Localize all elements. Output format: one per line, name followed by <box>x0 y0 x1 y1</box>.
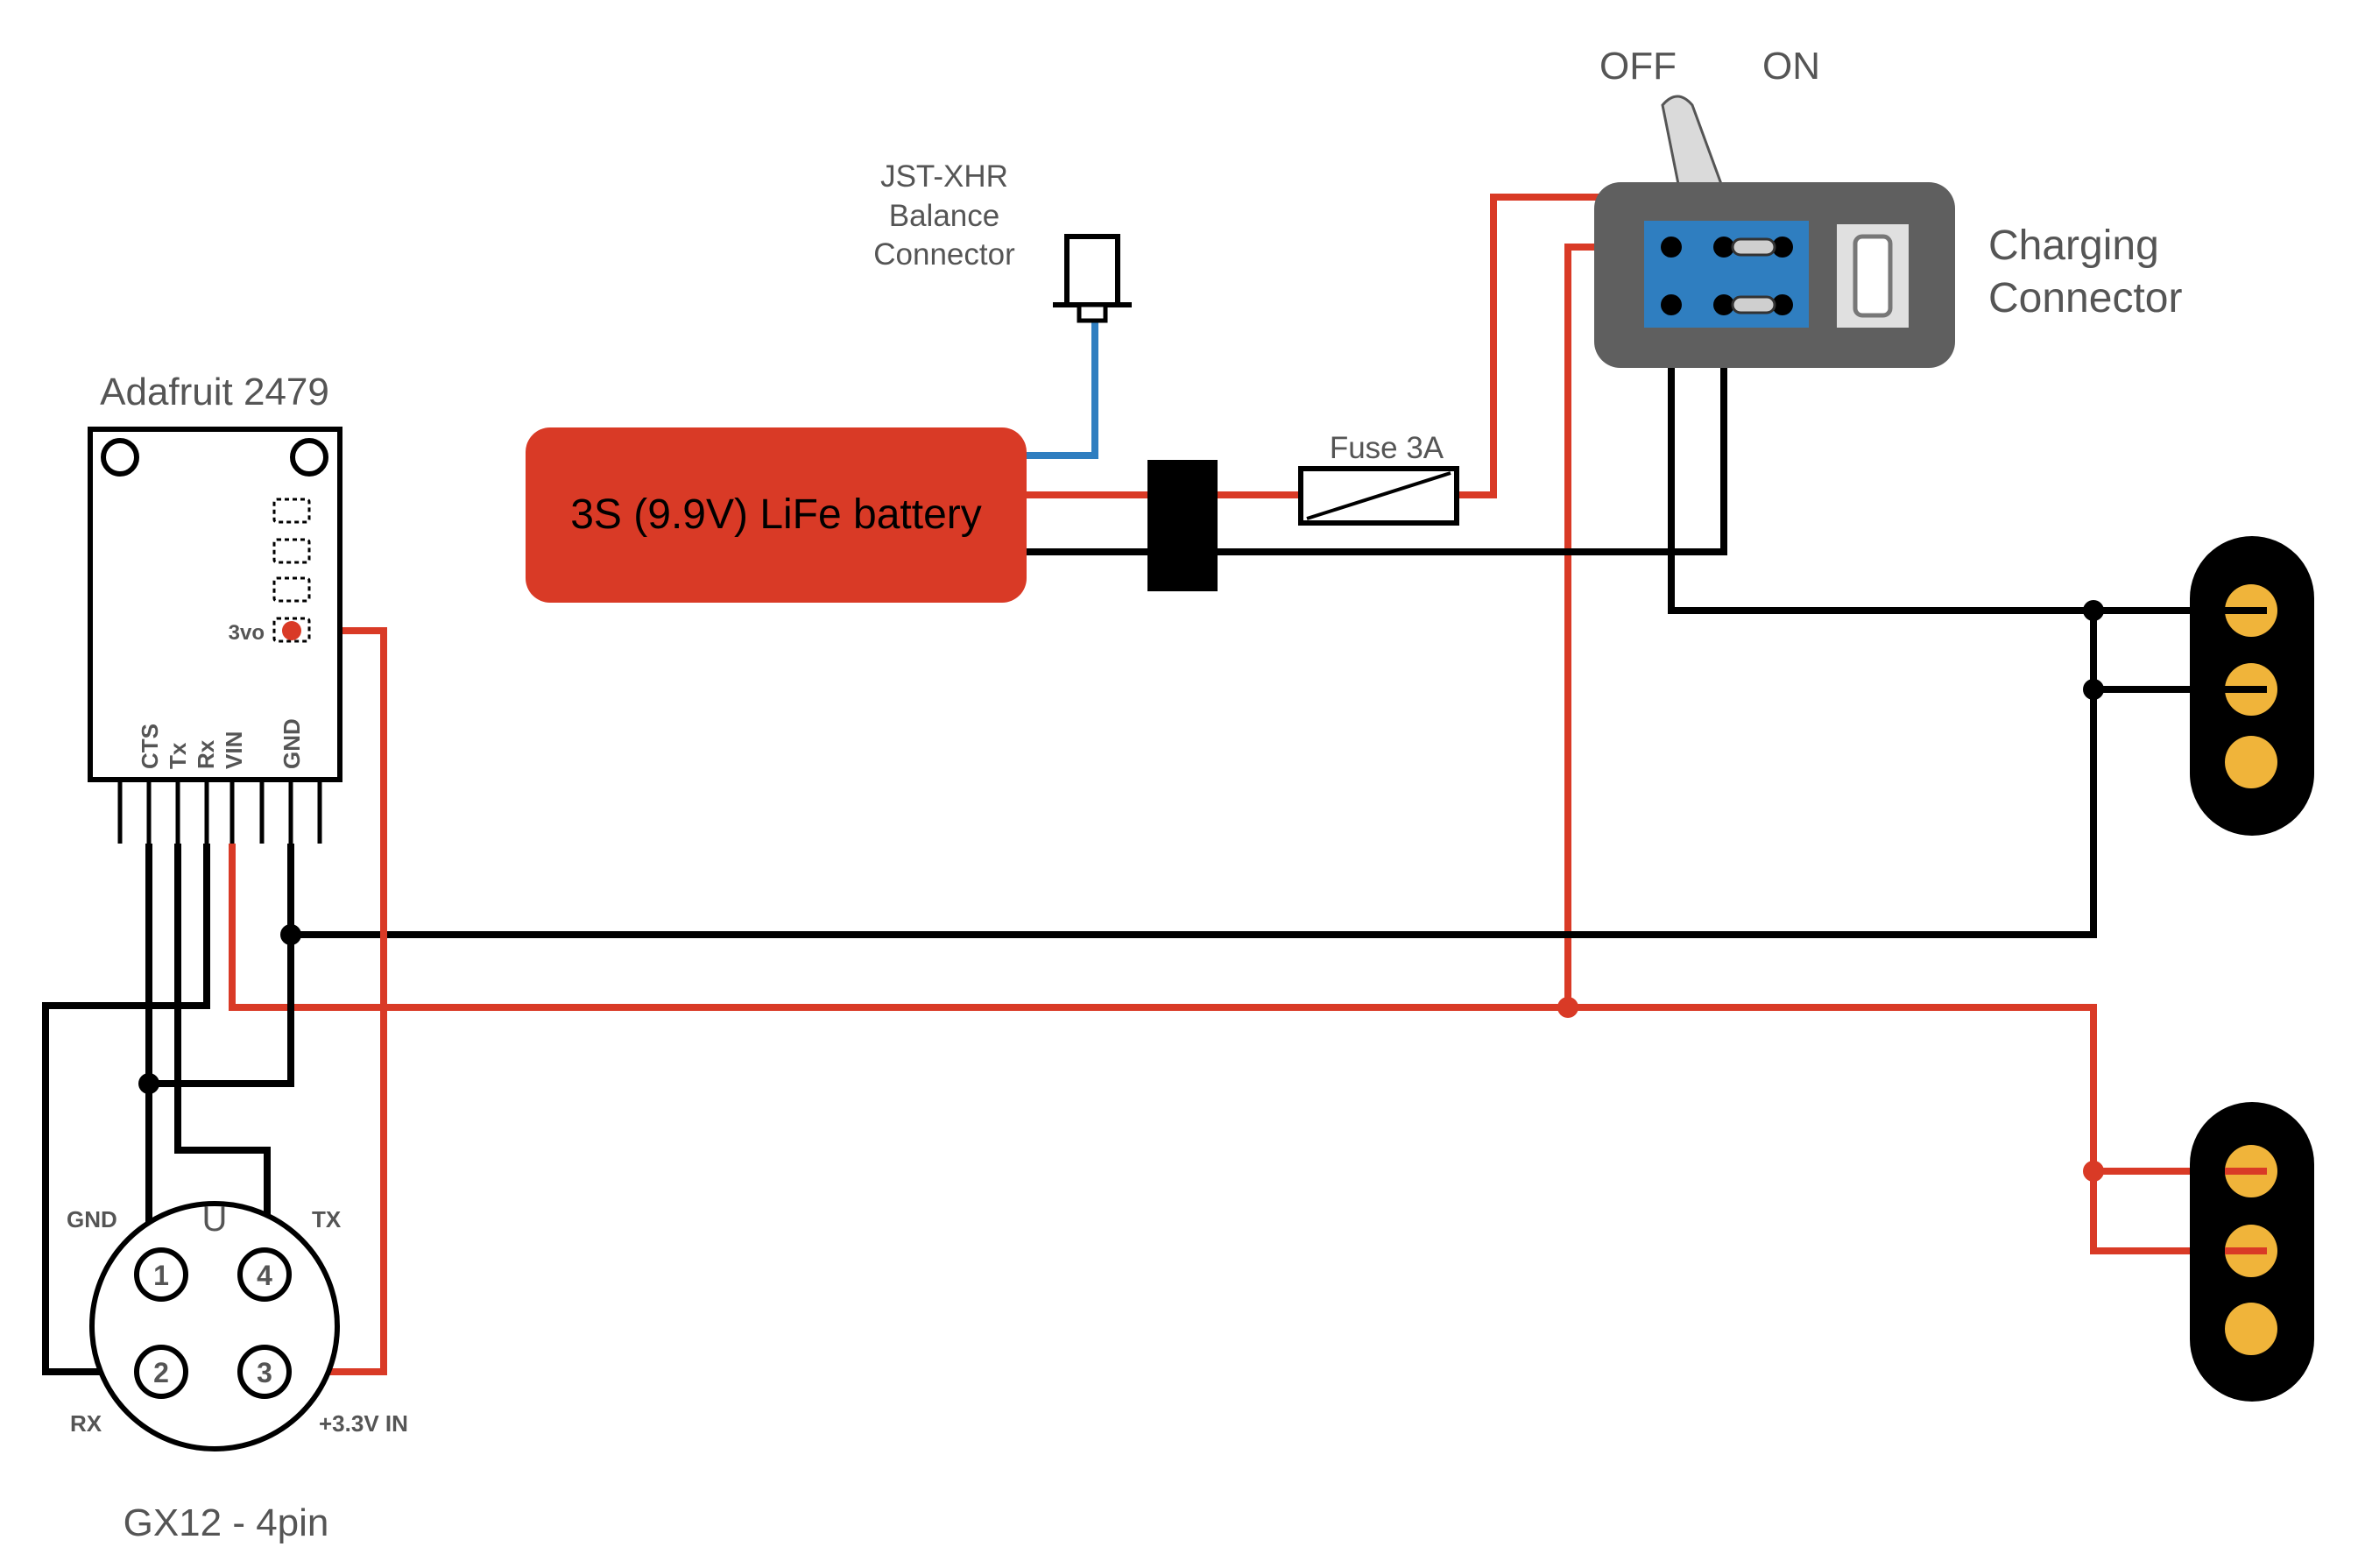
gx12-pin-4-label: 4 <box>257 1260 272 1291</box>
switch-on-label: ON <box>1762 45 1820 88</box>
ground-bus <box>291 689 2097 938</box>
pin-label-gnd: GND <box>279 718 305 769</box>
wires <box>42 194 2242 1375</box>
gx12-pin-2 <box>134 1345 188 1399</box>
solder-pad <box>272 498 311 524</box>
switch-terminal <box>1772 237 1793 258</box>
mounting-hole-icon <box>290 438 328 477</box>
negative-to-switch-wire <box>1213 305 1727 555</box>
gx12-33v-label: +3.3V IN <box>319 1410 408 1437</box>
fuse-label: Fuse 3A <box>1330 431 1444 465</box>
adafruit-2479-board: Adafruit 2479 3vo CTS Tx Rx VIN GND <box>88 371 342 844</box>
fuse: Fuse 3A <box>1298 431 1459 526</box>
gx12-pin-3 <box>237 1345 292 1399</box>
gx12-pin-4 <box>237 1247 292 1302</box>
switch-output-black <box>1668 305 2242 614</box>
junction-dot <box>2083 1161 2104 1182</box>
inline-connector <box>1147 460 1218 591</box>
switch-terminal <box>1661 237 1682 258</box>
connector-pin <box>2225 1303 2277 1355</box>
gx12-pin-2-label: 2 <box>153 1357 169 1388</box>
battery: 3S (9.9V) LiFe battery <box>526 427 1027 603</box>
toggle-lever-icon <box>1661 95 1724 186</box>
junction-dot <box>2083 600 2104 621</box>
output-connector-top <box>2190 536 2314 836</box>
solder-pad <box>272 617 311 643</box>
battery-body <box>526 427 1027 603</box>
gx12-connector: U 1 4 2 3 GND TX RX +3.3V IN GX12 - 4pin <box>67 1200 408 1544</box>
solder-pad <box>272 576 311 603</box>
gx12-key: U <box>202 1200 228 1239</box>
jst-plug-icon <box>1064 234 1120 307</box>
power-bus <box>229 844 2242 1175</box>
battery-label: 3S (9.9V) LiFe battery <box>570 491 982 538</box>
pin-label-tx: Tx <box>165 742 191 769</box>
switch-terminal <box>1772 294 1793 315</box>
solder-pad <box>272 538 311 564</box>
3vo-pad-dot <box>282 621 301 640</box>
pin-label-vin: VIN <box>221 731 247 769</box>
junction-dot <box>138 1073 159 1094</box>
balance-wire <box>1025 314 1098 459</box>
jst-balance-connector: JST-XHR Balance Connector <box>873 159 1132 323</box>
rx-wire <box>42 844 210 1375</box>
gx12-title: GX12 - 4pin <box>124 1501 329 1544</box>
jst-plug-stem <box>1077 302 1108 323</box>
gx12-outline <box>89 1201 340 1451</box>
fuse-element <box>1306 471 1451 520</box>
switch-bridge <box>1731 237 1776 257</box>
junction-dot <box>280 924 301 945</box>
switch-bridge <box>1731 295 1776 314</box>
junctions <box>138 600 2104 1182</box>
gx12-rx-label: RX <box>70 1410 102 1437</box>
switch-off-label: OFF <box>1599 45 1677 88</box>
connector-pin <box>2225 736 2277 788</box>
pin-label-cts: CTS <box>137 724 163 769</box>
toggle-switch: OFF ON Charging Connector <box>1594 45 2182 368</box>
switch-terminal <box>1713 237 1734 258</box>
pin-label-rx: Rx <box>193 739 219 769</box>
gx12-pin-1-label: 1 <box>153 1260 169 1291</box>
jst-label-line2: Balance <box>889 199 999 233</box>
charging-port-slot <box>1853 234 1893 318</box>
gx12-pin-3-label: 3 <box>257 1357 272 1388</box>
adafruit-outline <box>88 427 342 782</box>
adafruit-gnd-wire <box>149 844 294 1087</box>
mounting-hole-icon <box>101 438 139 477</box>
output-connector-bottom <box>2190 1102 2314 1402</box>
junction-dot <box>1557 997 1578 1018</box>
charging-label-line2: Connector <box>1988 275 2182 321</box>
header-pins <box>117 780 322 844</box>
junction-dot <box>2083 679 2104 700</box>
pin-label-3vo: 3vo <box>229 621 265 645</box>
switch-terminal <box>1661 294 1682 315</box>
gx12-pin-1 <box>134 1247 188 1302</box>
gx12-gnd-label: GND <box>67 1206 117 1233</box>
switch-terminal <box>1713 294 1734 315</box>
jst-label-line3: Connector <box>873 237 1015 272</box>
gx12-tx-label: TX <box>312 1206 342 1233</box>
jst-label-line1: JST-XHR <box>880 159 1008 194</box>
adafruit-title: Adafruit 2479 <box>100 371 329 413</box>
charging-label-line1: Charging <box>1988 222 2159 269</box>
tx-wire <box>174 844 271 1275</box>
